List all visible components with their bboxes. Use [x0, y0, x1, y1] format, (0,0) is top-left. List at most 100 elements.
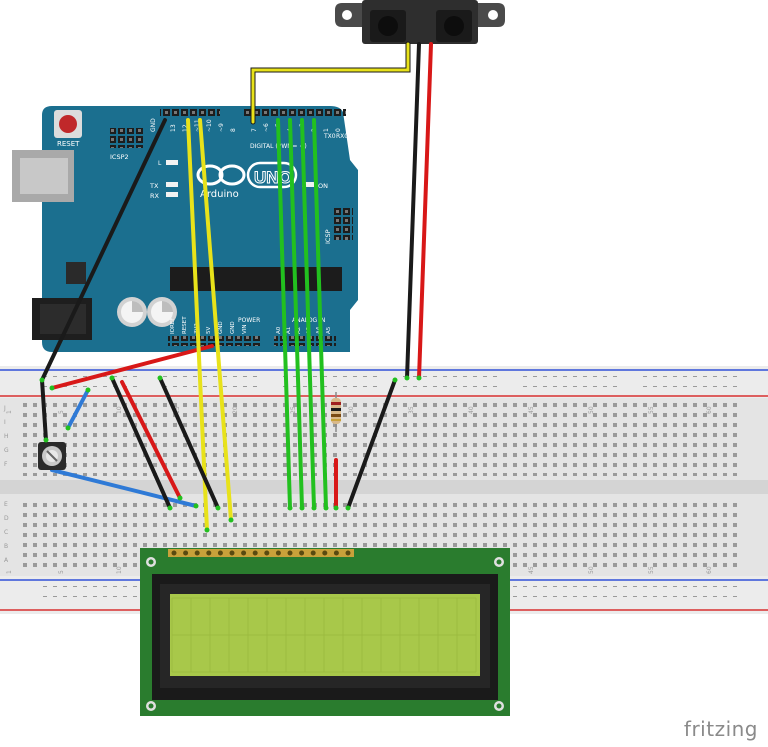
digital-pin-label: 7: [251, 128, 258, 132]
column-number: 50: [588, 566, 595, 574]
power-pin-label: GND: [230, 321, 236, 334]
wire-end-marker: [228, 517, 234, 523]
column-number: 55: [648, 566, 655, 574]
row-letter-b: B: [4, 543, 8, 550]
column-number: 25: [290, 406, 297, 414]
ir-distance-sensor: [335, 0, 505, 44]
wire-end-marker: [299, 505, 305, 511]
column-number: 45: [528, 406, 535, 414]
digital-pin-label: ~11: [194, 119, 201, 132]
column-number: 5: [58, 570, 65, 574]
column-number: 1: [6, 570, 13, 574]
wire-end-marker: [85, 387, 91, 393]
led-tx: [166, 182, 178, 187]
pot-gnd-wire: [40, 378, 48, 442]
power-pin-label: 5V: [206, 327, 212, 334]
column-number: 15: [174, 406, 181, 414]
column-number: 50: [588, 406, 595, 414]
row-letter-g: G: [4, 447, 9, 454]
digital-pin-label: ~6: [263, 123, 270, 132]
wire-end-marker: [204, 527, 210, 533]
analog-pin-label: A1: [286, 327, 292, 334]
analog-pin-label: A2: [296, 327, 302, 334]
icsp2-header: [110, 128, 144, 148]
row-letter-h: H: [4, 433, 9, 440]
lcd-pin: [333, 550, 339, 556]
gnd-pin-label: GND: [150, 118, 157, 132]
lcd-rs-wire: [186, 118, 209, 532]
power-pin-label: IOREF: [170, 318, 176, 334]
wire-end-marker: [404, 375, 410, 381]
potentiometer: [38, 442, 66, 470]
wire-end-marker: [43, 437, 49, 443]
uno-logo-text: UNO: [254, 168, 292, 187]
led-l-label: L: [158, 160, 162, 167]
icsp-label: ICSP: [324, 229, 332, 244]
wire-end-marker: [157, 375, 163, 381]
sensor-signal-wire: [251, 42, 410, 124]
column-number: 10: [116, 566, 123, 574]
analog-pin-label: A0: [276, 326, 282, 334]
center-channel: [0, 480, 768, 494]
wire-end-marker: [109, 375, 115, 381]
lcd-d4-wire: [276, 118, 292, 510]
lcd-pin: [206, 550, 212, 556]
column-number: 40: [468, 406, 475, 414]
lcd-pin: [194, 550, 200, 556]
wire-end-marker: [49, 385, 55, 391]
fritzing-watermark: fritzing: [683, 717, 758, 741]
lcd-pin: [322, 550, 328, 556]
voltage-regulator: [66, 262, 86, 284]
lcd-pin: [275, 550, 281, 556]
arduino-brand-text: Arduino: [200, 189, 239, 200]
wire-end-marker: [65, 425, 71, 431]
wire-end-marker: [167, 505, 173, 511]
lcd-pin: [264, 550, 270, 556]
lcd-pin: [345, 550, 351, 556]
wire-end-marker: [39, 377, 45, 383]
digital-header-right: [242, 108, 346, 118]
column-number: 35: [408, 406, 415, 414]
wire-end-marker: [287, 505, 293, 511]
row-letter-j: J: [3, 405, 6, 412]
power-pin-label: GND: [218, 321, 224, 334]
wire-end-marker: [311, 505, 317, 511]
digital-header-left: [160, 108, 220, 118]
tx0-label: TX0: [323, 133, 336, 140]
analog-pin-label: A5: [326, 326, 332, 334]
pot-wiper-wire: [50, 468, 198, 508]
tx-label: TX: [149, 182, 159, 190]
power-pin-label: VIN: [242, 325, 248, 335]
lcd-d5-wire: [288, 118, 304, 510]
wire-end-marker: [215, 505, 221, 511]
icsp2-label: ICSP2: [110, 153, 129, 161]
row-letter-e: E: [4, 501, 8, 508]
led-on: [302, 182, 314, 187]
lcd-header-pins: [168, 549, 354, 557]
wires: [40, 41, 433, 532]
lcd-rw-wire: [158, 376, 220, 510]
lcd-vss-wire: [110, 376, 172, 510]
digital-pin-label: ~9: [218, 123, 225, 132]
column-number: 45: [528, 566, 535, 574]
lcd-pin: [287, 550, 293, 556]
icsp-header: [333, 208, 353, 240]
resistor: [331, 392, 341, 432]
column-number: 30: [348, 406, 355, 414]
row-letter-d: D: [4, 515, 9, 522]
lcd-pin: [252, 550, 258, 556]
lcd-pin: [171, 550, 177, 556]
power-pin-label: RESET: [182, 316, 188, 334]
power-label: POWER: [238, 317, 260, 324]
reset-button-cap: [59, 115, 77, 133]
digital-pin-label: ~10: [206, 119, 213, 132]
column-number: 5: [58, 410, 65, 414]
pot-vcc-wire: [66, 388, 90, 430]
wire-end-marker: [392, 377, 398, 383]
rx0-label: RX0: [336, 133, 348, 140]
digital-pin-label: 1: [323, 128, 330, 132]
wire-end-marker: [333, 505, 339, 511]
wire-end-marker: [193, 503, 199, 509]
lcd-pin: [229, 550, 235, 556]
